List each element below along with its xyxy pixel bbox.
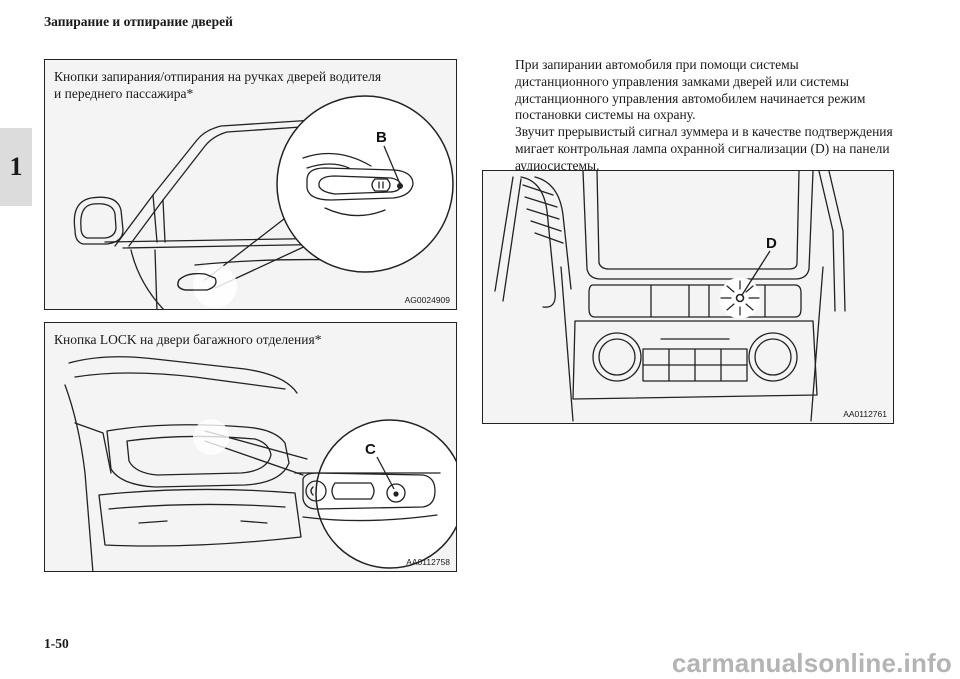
door-handle-figure-code: AG0024909	[404, 295, 450, 305]
callout-d: D	[766, 235, 777, 252]
body-text: При запирании автомобиля при помощи сист…	[515, 57, 895, 175]
tailgate-figure-code: AA0112758	[406, 557, 450, 567]
chapter-tab: 1	[0, 128, 32, 206]
door-handle-caption-line-1: Кнопки запирания/отпирания на ручках две…	[54, 69, 382, 84]
tailgate-figure: Кнопка LOCK на двери багажного отделения…	[44, 322, 457, 572]
door-handle-figure: Кнопки запирания/отпирания на ручках две…	[44, 59, 457, 310]
audio-panel-illustration: D	[494, 171, 846, 422]
door-handle-caption: Кнопки запирания/отпирания на ручках две…	[54, 68, 381, 102]
page-number: 1-50	[44, 636, 69, 651]
section-title: Запирание и отпирание дверей	[44, 14, 233, 29]
tailgate-caption: Кнопка LOCK на двери багажного отделения…	[54, 332, 322, 347]
audio-panel-figure-code: AA0112761	[843, 409, 887, 419]
body-paragraph-1: При запирании автомобиля при помощи сист…	[515, 57, 866, 123]
watermark: carmanualsonline.info	[671, 648, 952, 678]
tailgate-illustration: C	[64, 356, 456, 571]
callout-c: C	[365, 441, 376, 458]
door-handle-illustration: B	[73, 95, 454, 309]
door-handle-caption-line-2: и переднего пассажира*	[54, 86, 194, 101]
callout-b: B	[376, 129, 387, 146]
audio-panel-figure: D AA0112761	[482, 170, 894, 424]
body-paragraph-2: Звучит прерывистый сигнал зуммера и в ка…	[515, 124, 893, 173]
